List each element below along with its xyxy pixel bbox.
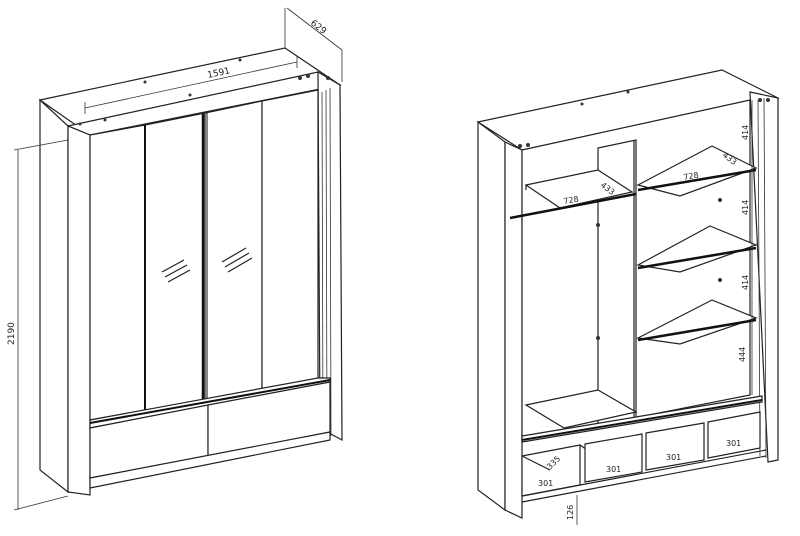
- drawer-width-label-4: 301: [726, 439, 741, 448]
- width-dimension-label: 1591: [207, 66, 231, 81]
- compartment-height-4: 444: [738, 347, 747, 362]
- wardrobe-left-front-edge: [67, 125, 91, 496]
- drawer-width-label-3: 301: [666, 453, 681, 462]
- interior-left-front-edge: [504, 141, 523, 519]
- compartment-height-3: 414: [741, 275, 750, 290]
- interior-right-side: [749, 91, 779, 463]
- drawer-width-label-2: 301: [606, 465, 621, 474]
- door-panel-2-mirror: [144, 112, 206, 411]
- drawer-3: [645, 422, 705, 471]
- interior-left-side: [477, 120, 506, 512]
- width-dimension: 1591: [84, 56, 298, 114]
- door-panel-4: [261, 89, 319, 391]
- width-dimension-line: [84, 61, 298, 109]
- left-bottom-panel: [524, 389, 638, 429]
- mirror-mark-left: [161, 259, 191, 283]
- plinth-height-label: 126: [566, 505, 575, 520]
- open-wardrobe-view: [476, 69, 780, 519]
- door-panel-1: [89, 124, 146, 421]
- depth-dimension-line: [286, 7, 343, 51]
- right-shelf-width-label: 728: [683, 170, 700, 182]
- drawer-1: [521, 444, 591, 497]
- compartment-height-1: 414: [741, 125, 750, 140]
- left-rail-width-label: 728: [563, 194, 580, 206]
- height-dimension-label: 2190: [7, 322, 17, 345]
- door-panel-3-mirror: [204, 100, 263, 401]
- drawer-width-label-1: 301: [538, 479, 553, 488]
- right-shelf-2: [636, 225, 758, 273]
- plinth: [89, 431, 331, 489]
- closed-wardrobe-view: [38, 47, 343, 496]
- hanging-rail: [509, 192, 637, 220]
- wardrobe-right-side: [317, 70, 343, 442]
- height-dimension: 2190: [7, 139, 69, 511]
- mirror-mark-right: [221, 247, 253, 273]
- compartment-height-2: 414: [741, 200, 750, 215]
- drawer-4: [707, 411, 761, 459]
- depth-dimension-label: 629: [308, 18, 328, 37]
- right-shelf-3: [636, 299, 758, 345]
- drawer-2: [584, 433, 643, 483]
- right-shelf-1: [636, 145, 758, 197]
- left-top-shelf: [524, 169, 634, 209]
- wardrobe-left-side: [39, 98, 69, 494]
